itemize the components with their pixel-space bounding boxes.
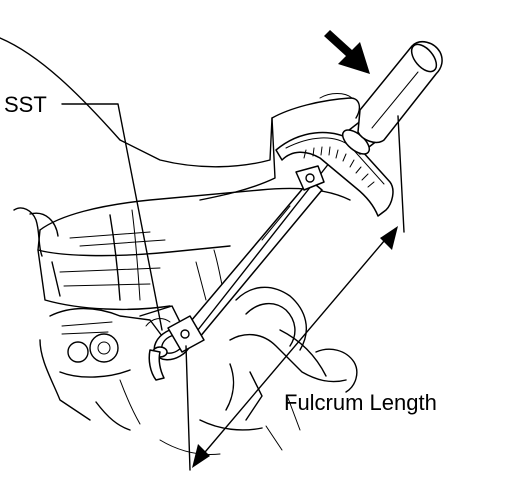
- torque-wrench: [167, 41, 443, 353]
- fulcrum-length-label: Fulcrum Length: [284, 390, 437, 415]
- sst-label: SST: [4, 92, 47, 117]
- fulcrum-length-dimension: Fulcrum Length: [185, 115, 437, 471]
- sst-callout: SST: [4, 92, 163, 331]
- dimension-arrowhead-start: [192, 444, 210, 468]
- engine-block: [0, 37, 361, 455]
- arrow-down-right-icon: [324, 30, 370, 74]
- gauge-scale-ticks: [303, 146, 375, 188]
- dimension-arrowhead-end: [380, 226, 398, 250]
